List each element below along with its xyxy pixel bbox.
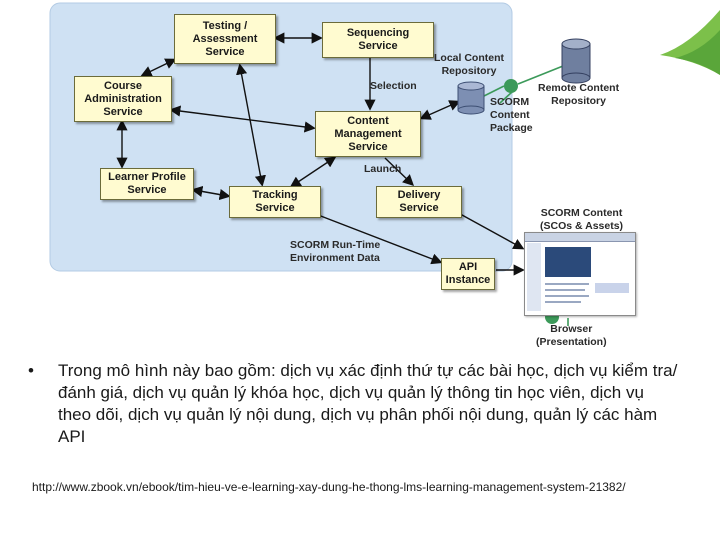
course-administration-service: Course Administration Service: [74, 76, 172, 122]
api-instance: API Instance: [441, 258, 495, 290]
service-panel: [49, 2, 513, 272]
scorm-package-label: SCORM Content Package: [490, 96, 533, 134]
local-repository-icon: [457, 81, 485, 115]
browser-screenshot-image: [524, 232, 636, 316]
remote-repository-label: Remote Content Repository: [538, 82, 620, 107]
delivery-service: Delivery Service: [376, 186, 462, 218]
scorm-content-label: SCORM Content (SCOs & Assets): [540, 207, 624, 232]
sequencing-service: Sequencing Service: [322, 22, 434, 58]
bullet-text: Trong mô hình này bao gồm: dịch vụ xác đ…: [58, 361, 678, 446]
bullet-marker: •: [28, 361, 34, 380]
remote-repository-icon: [561, 38, 591, 84]
source-link[interactable]: http://www.zbook.vn/ebook/tim-hieu-ve-e-…: [32, 480, 626, 494]
browser-label: Browser (Presentation): [536, 323, 607, 348]
testing-assessment-service: Testing / Assessment Service: [174, 14, 276, 64]
local-repository-label: Local Content Repository: [434, 52, 504, 77]
launch-label: Launch: [364, 163, 402, 175]
tracking-service: Tracking Service: [229, 186, 321, 218]
content-management-service: Content Management Service: [315, 111, 421, 157]
learner-profile-service: Learner Profile Service: [100, 168, 194, 200]
selection-label: Selection: [370, 80, 417, 92]
leaf-decoration: [660, 10, 720, 75]
runtime-data-label: SCORM Run-Time Environment Data: [290, 239, 381, 264]
bullet-point: • Trong mô hình này bao gồm: dịch vụ xác…: [28, 360, 678, 448]
package-connector-node: [504, 79, 518, 93]
